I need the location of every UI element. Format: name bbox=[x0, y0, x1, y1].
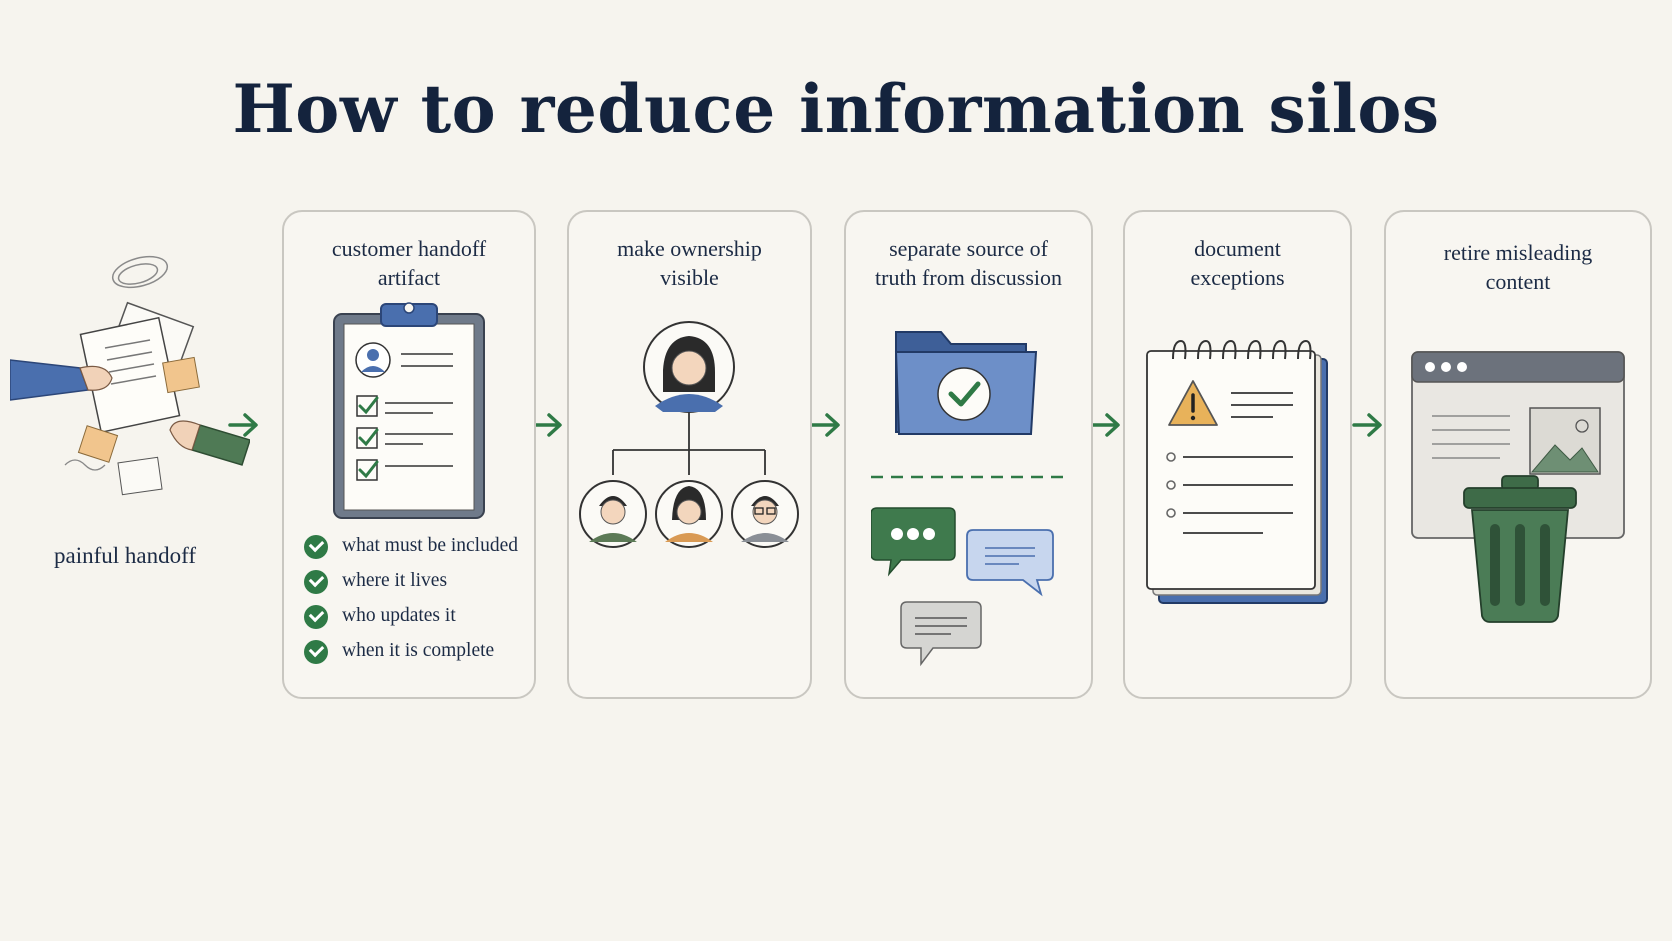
page-title: How to reduce information silos bbox=[232, 70, 1440, 148]
step-card-retire-content: retire misleading content bbox=[1384, 210, 1652, 699]
step-title: customer handoff artifact bbox=[331, 236, 487, 290]
arrow-right-icon bbox=[228, 413, 258, 437]
start-label: painful handoff bbox=[53, 543, 196, 568]
step-card-source-of-truth: separate source of truth from discussion bbox=[844, 210, 1093, 699]
step-title: document exceptions bbox=[1190, 236, 1285, 290]
trash-can-icon bbox=[1463, 475, 1577, 623]
check-circle-icon bbox=[304, 570, 328, 594]
clipboard-icon bbox=[333, 302, 485, 519]
arrow-right-icon bbox=[532, 413, 562, 437]
arrow-right-icon bbox=[1352, 413, 1382, 437]
checklist-item: who updates it bbox=[304, 602, 518, 637]
arrow-right-icon bbox=[810, 413, 840, 437]
step-card-handoff-artifact: customer handoff artifact what must be i… bbox=[282, 210, 536, 699]
notepad-warning-icon bbox=[1146, 339, 1328, 604]
check-circle-icon bbox=[304, 640, 328, 664]
step-title: make ownership visible bbox=[617, 236, 762, 290]
checklist-item: what must be included bbox=[304, 532, 518, 567]
org-chart-icon bbox=[579, 321, 799, 548]
step-card-ownership: make ownership visible bbox=[567, 210, 812, 699]
arrow-right-icon bbox=[1090, 413, 1120, 437]
divider-dashed bbox=[871, 475, 1066, 479]
checklist-item: where it lives bbox=[304, 567, 518, 602]
check-circle-icon bbox=[304, 605, 328, 629]
check-circle-icon bbox=[304, 535, 328, 559]
step-title: separate source of truth from discussion bbox=[875, 236, 1062, 290]
step-card-exceptions: document exceptions bbox=[1123, 210, 1352, 699]
shuffled-papers-icon bbox=[10, 255, 250, 496]
chat-bubbles-icon bbox=[871, 507, 1054, 667]
step-title: retire misleading content bbox=[1443, 240, 1593, 294]
folder-check-icon bbox=[894, 331, 1038, 435]
handoff-checklist: what must be included where it lives who… bbox=[304, 532, 518, 672]
checklist-item: when it is complete bbox=[304, 637, 518, 672]
